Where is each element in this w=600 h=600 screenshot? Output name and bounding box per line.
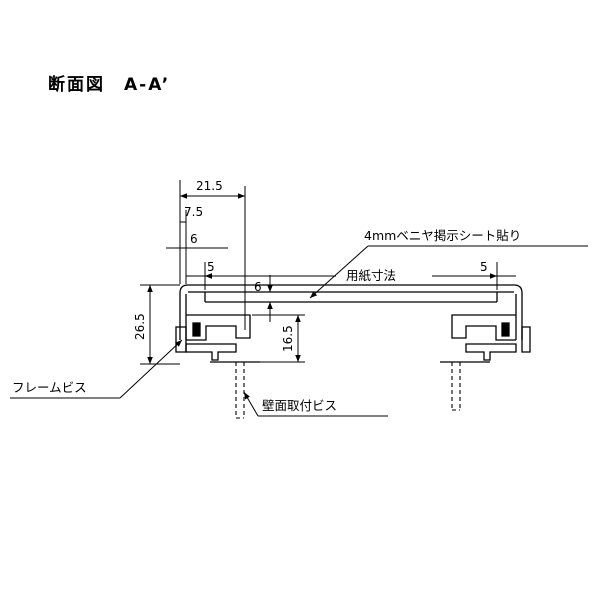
dimension-lines — [10, 180, 588, 417]
wall-screw-left — [235, 362, 245, 419]
drawing-title: 断面図 A-A’ — [48, 75, 171, 95]
dim-offset-a: 7.5 — [184, 205, 203, 219]
label-wall-screw: 壁面取付ビス — [262, 398, 337, 413]
label-frame-screw: フレームビス — [12, 380, 87, 395]
dim-offset-b: 6 — [190, 232, 198, 246]
frame-profile — [175, 284, 531, 363]
dim-gap-right: 5 — [480, 260, 488, 274]
dim-gap-left: 5 — [207, 260, 215, 274]
wall-screw-right — [451, 362, 461, 411]
dim-panel-gap: 6 — [254, 280, 262, 294]
label-panel: 4mmベニヤ掲示シート貼り — [364, 228, 521, 243]
label-paper-size: 用紙寸法 — [346, 268, 396, 283]
dim-height-inner: 16.5 — [281, 325, 295, 352]
dim-top-width: 21.5 — [196, 179, 223, 193]
dim-height-total: 26.5 — [133, 313, 147, 340]
